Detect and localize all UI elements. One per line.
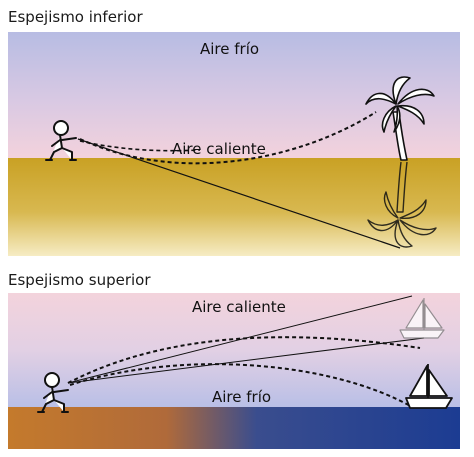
palm-tree-icon — [365, 76, 435, 161]
top-cold-air-label: Aire frío — [200, 40, 259, 58]
top-panel: Aire frío Aire caliente — [8, 32, 460, 256]
bottom-warm-air-label: Aire caliente — [192, 298, 286, 316]
curved-light-ray-upper — [67, 336, 421, 384]
sailboat-icon — [405, 364, 453, 409]
straight-sight-line — [77, 138, 401, 249]
top-panel-title: Espejismo inferior — [8, 8, 143, 26]
observer-figure-icon — [45, 120, 77, 161]
observer-figure-bottom-icon — [37, 372, 69, 413]
palm-tree-mirage-icon — [367, 161, 437, 248]
sea-surface — [8, 407, 460, 449]
bottom-cold-air-label: Aire frío — [212, 388, 271, 406]
sailboat-mirage-icon — [399, 298, 445, 339]
curved-light-ray — [79, 111, 377, 165]
curved-light-ray-lower — [69, 363, 415, 409]
warm-air-layer — [8, 293, 460, 407]
bottom-panel-title: Espejismo superior — [8, 271, 151, 289]
top-warm-air-label: Aire caliente — [172, 140, 266, 158]
sand-ground — [8, 158, 460, 256]
bottom-panel: Aire caliente Aire frío — [8, 293, 460, 449]
